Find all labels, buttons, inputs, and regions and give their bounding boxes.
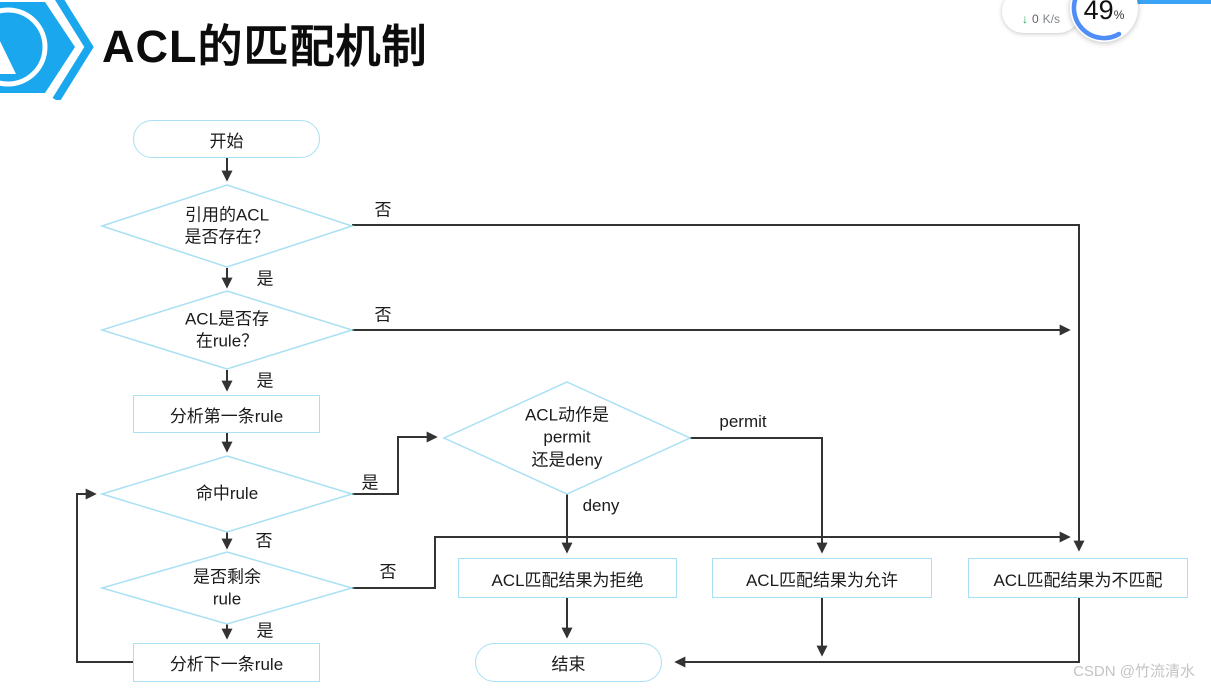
label-hit-rule: 命中rule: [195, 483, 259, 503]
edge-nomatch-to-end: [674, 598, 1080, 668]
node-result-permit: ACL匹配结果为允许: [712, 558, 932, 598]
badge-chevron: [52, 0, 94, 100]
badge-triangle: [0, 41, 16, 74]
percent-ring-widget[interactable]: 49%: [1070, 0, 1138, 42]
edge-aclexists-no-rail: [352, 224, 1085, 552]
download-speed-value: 0: [1031, 12, 1039, 26]
node-analyze-first-rule: 分析第一条rule: [133, 395, 320, 433]
edge-label-no-4: 否: [379, 562, 397, 582]
label-rule-exists: ACL是否存 在rule？: [184, 309, 270, 351]
blue-play-badge-icon: [0, 0, 94, 100]
edge-label-no-2: 否: [374, 305, 392, 325]
top-blue-strip: [1137, 0, 1211, 4]
download-arrow-icon: ↓: [1021, 12, 1028, 26]
edge-action-permit: [690, 437, 828, 554]
edge-label-no-1: 否: [374, 200, 392, 220]
download-speed-unit: K/s: [1042, 12, 1061, 26]
percent-ring-arc-icon: [1071, 0, 1122, 41]
badge-circle: [0, 7, 48, 87]
diamond-hit-rule: [99, 455, 355, 533]
badge-shape: [0, 2, 75, 93]
label-rules-remaining: 是否剩余 rule: [193, 567, 261, 609]
network-speed-widget[interactable]: ↓ 0 K/s: [1002, 0, 1080, 33]
label-acl-exists: 引用的ACL 是否存在？: [184, 205, 270, 247]
percent-sign: %: [1113, 8, 1125, 22]
page-title: ACL的匹配机制: [102, 21, 428, 72]
edge-label-permit: permit: [719, 412, 767, 431]
edge-label-yes-4: 是: [256, 621, 274, 641]
edge-hitrule-yes: [352, 431, 438, 495]
label-acl-action: ACL动作是 permit 还是deny: [524, 405, 610, 470]
edge-analyzenext-loop: [76, 488, 133, 663]
percent-value: 49%: [1070, 0, 1138, 29]
edge-label-deny: deny: [582, 496, 620, 515]
csdn-watermark: CSDN @竹流清水: [1073, 663, 1195, 680]
node-result-deny: ACL匹配结果为拒绝: [458, 558, 677, 598]
node-analyze-next-rule: 分析下一条rule: [133, 643, 320, 682]
percent-number: 49: [1083, 0, 1114, 25]
diamond-acl-action: [442, 381, 692, 495]
node-end: 结束: [475, 643, 662, 682]
diamond-rule-exists: [99, 290, 355, 370]
edge-label-no-3: 否: [255, 531, 273, 551]
diamond-acl-exists: [99, 184, 355, 268]
edge-label-yes-2: 是: [256, 371, 274, 391]
diamond-rules-remaining: [99, 551, 355, 625]
edge-remaining-no: [352, 531, 1071, 589]
edge-label-yes-1: 是: [256, 269, 274, 289]
edge-label-yes-3: 是: [361, 473, 379, 493]
node-start: 开始: [133, 120, 320, 158]
node-result-nomatch: ACL匹配结果为不匹配: [968, 558, 1188, 598]
